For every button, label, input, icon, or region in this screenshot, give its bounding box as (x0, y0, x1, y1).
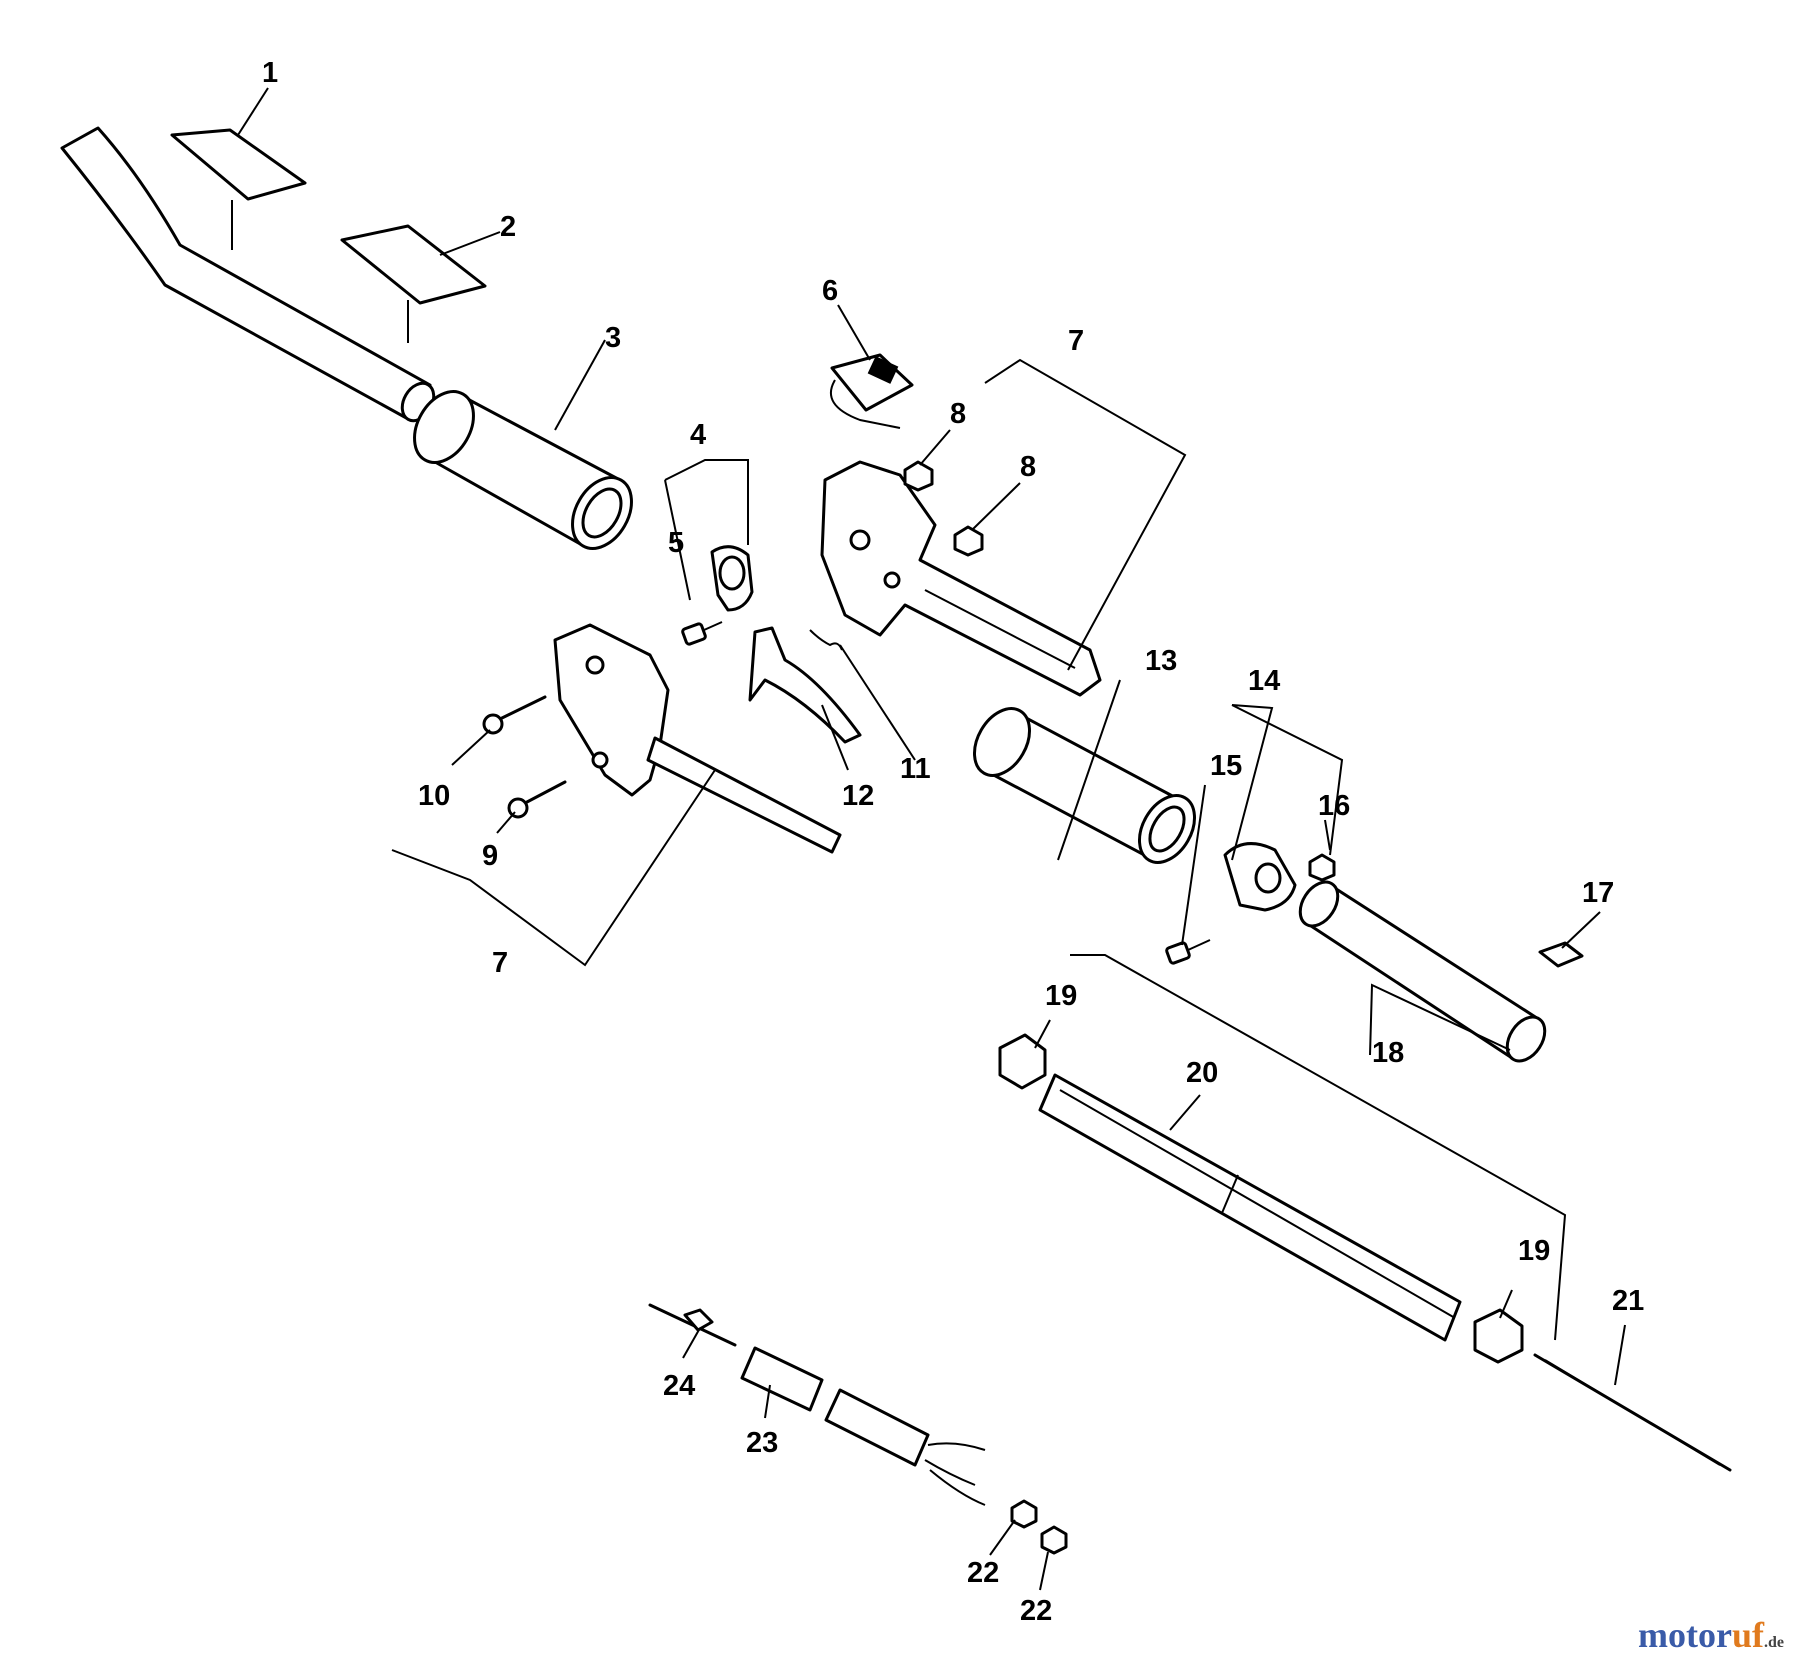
callout-14: 14 (1248, 665, 1280, 697)
part-nut-16 (1308, 853, 1336, 882)
callout-4: 4 (690, 419, 706, 451)
callout-11: 11 (900, 753, 931, 785)
part-bent-tube (60, 126, 436, 423)
callout-15: 15 (1210, 750, 1242, 782)
watermark-part2: uf (1731, 1615, 1764, 1655)
part-decal-1 (170, 128, 307, 201)
callout-16: 16 (1318, 790, 1350, 822)
callout-22b: 22 (1020, 1595, 1052, 1627)
part-switch-6 (829, 353, 914, 429)
callout-13: 13 (1145, 645, 1177, 677)
callout-19b: 19 (1518, 1235, 1550, 1267)
part-decal-17 (1538, 941, 1584, 968)
part-nut-8a (903, 460, 934, 492)
part-clamp-4 (710, 545, 754, 612)
part-handle-housing-left (553, 623, 842, 854)
callout-20: 20 (1186, 1057, 1218, 1089)
part-grip-3 (413, 390, 633, 550)
part-screw-9 (507, 780, 567, 819)
watermark-logo: motoruf.de (1638, 1614, 1784, 1656)
leader-lines (231, 87, 1626, 1591)
part-bolt-15 (1165, 939, 1211, 965)
part-handle-housing-right (820, 460, 1102, 697)
part-nut-8b (953, 525, 984, 557)
part-flex-shaft-21 (1533, 1353, 1732, 1472)
callout-24: 24 (663, 1370, 695, 1402)
callout-22a: 22 (967, 1557, 999, 1589)
callout-18: 18 (1372, 1037, 1404, 1069)
callout-17: 17 (1582, 877, 1614, 909)
callout-6: 6 (822, 275, 838, 307)
callout-3: 3 (605, 322, 621, 354)
callout-2: 2 (500, 211, 516, 243)
part-cable-23 (740, 1346, 986, 1506)
part-tube-18 (1298, 880, 1547, 1063)
part-nut-22a (1010, 1499, 1038, 1529)
part-bolt-5 (681, 621, 723, 646)
part-spring-11 (809, 629, 843, 651)
part-bushing-19a (998, 1033, 1047, 1090)
callout-19a: 19 (1045, 980, 1077, 1012)
callout-5: 5 (668, 527, 684, 559)
part-shaft-20 (1038, 1073, 1462, 1342)
part-decal-2 (340, 224, 487, 305)
watermark-suffix: .de (1764, 1634, 1784, 1651)
part-screw-10 (482, 695, 547, 735)
callout-21: 21 (1612, 1285, 1644, 1317)
watermark-part1: motor (1638, 1615, 1732, 1655)
callout-8a: 8 (950, 398, 966, 430)
callout-8b: 8 (1020, 451, 1036, 483)
callout-23: 23 (746, 1427, 778, 1459)
callout-7a: 7 (1068, 325, 1084, 357)
part-bushing-19b (1473, 1308, 1524, 1364)
callout-10: 10 (418, 780, 450, 812)
callout-12: 12 (842, 780, 874, 812)
callout-9: 9 (482, 840, 498, 872)
part-nut-22b (1040, 1525, 1068, 1555)
callout-7b: 7 (492, 947, 508, 979)
callout-1: 1 (262, 57, 278, 89)
callout-labels: 1 2 3 4 5 6 7 7 8 8 9 10 11 12 13 14 15 … (262, 57, 1644, 1627)
part-cable-24 (648, 1303, 737, 1347)
part-clamp-14 (1223, 842, 1297, 912)
part-trigger-12 (748, 626, 862, 744)
